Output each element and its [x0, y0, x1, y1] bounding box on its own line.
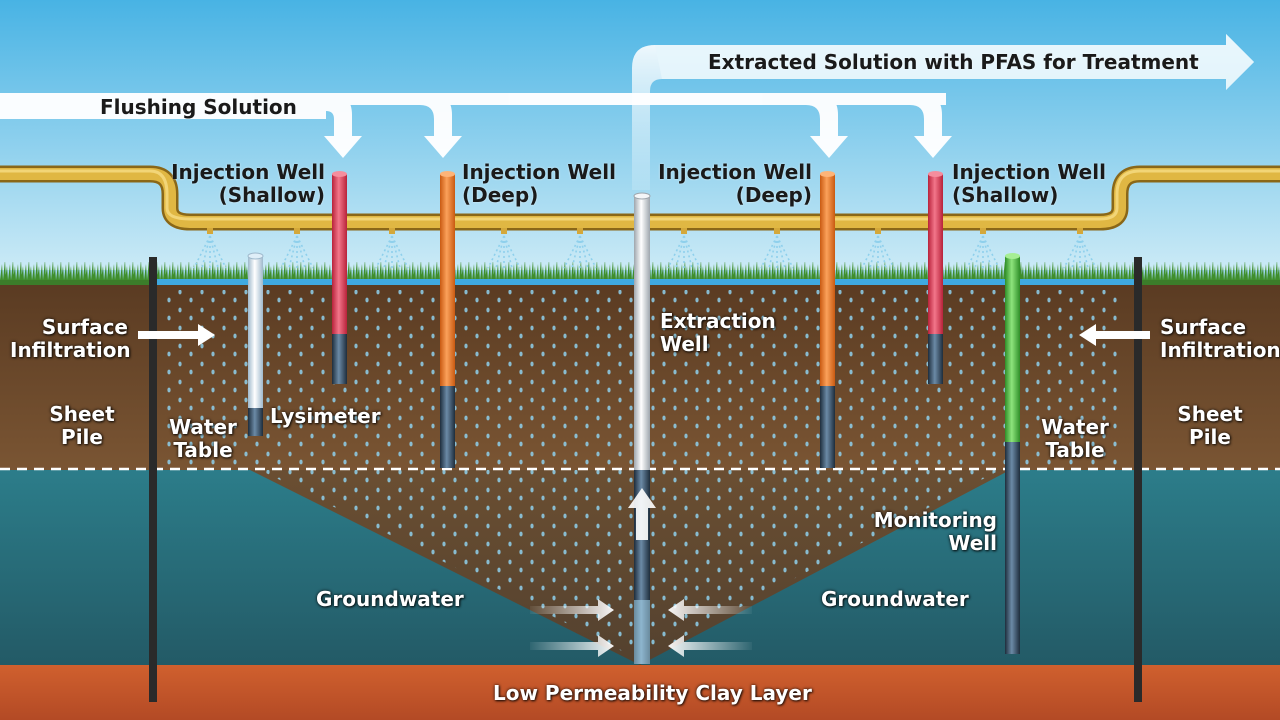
groundwater-right-label: Groundwater: [821, 587, 969, 611]
sheet-pile-right-label: Sheet Pile: [1177, 402, 1243, 449]
groundwater-inflow-arrows: [530, 599, 752, 657]
infiltration-arrow-left: [138, 324, 215, 346]
injection-well-deep-left-pipe: [440, 171, 455, 468]
infiltration-arrow-right: [1079, 324, 1150, 346]
extraction-well-label: Extraction Well: [660, 309, 776, 356]
injection-well-deep-right-pipe: [820, 171, 835, 468]
monitoring-well-pipe: [1005, 253, 1020, 654]
sprinklers: [193, 228, 1097, 269]
surface-infiltration-right-label: Surface Infiltration: [1160, 315, 1280, 362]
water-table-right-label: Water Table: [1041, 415, 1109, 462]
extracted-solution-arrow: [632, 34, 1254, 190]
clay-layer-label: Low Permeability Clay Layer: [493, 681, 812, 705]
monitoring-well-label: Monitoring Well: [873, 508, 997, 555]
injection-well-shallow-right-pipe: [928, 171, 943, 384]
sheet-pile-right: [1134, 257, 1142, 702]
injection-well-deep-left-label: Injection Well (Deep): [462, 160, 616, 207]
clay-layer: [0, 665, 1280, 720]
injection-well-shallow-right-label: Injection Well (Shallow): [952, 160, 1106, 207]
water-table-left-label: Water Table: [169, 415, 237, 462]
groundwater-left-label: Groundwater: [316, 587, 464, 611]
extraction-well-pipe: [628, 192, 656, 664]
sheet-pile-left: [149, 257, 157, 702]
surface-infiltration-left-label: Surface Infiltration: [10, 315, 131, 362]
surface-infiltration-arrows: [138, 324, 1150, 346]
flushing-solution-arrow: [0, 93, 952, 158]
lysimeter-label: Lysimeter: [270, 404, 381, 428]
flushing-solution-label: Flushing Solution: [100, 95, 297, 119]
sheet-pile-left-label: Sheet Pile: [49, 402, 115, 449]
injection-well-shallow-left-label: Injection Well (Shallow): [171, 160, 325, 207]
extracted-solution-label: Extracted Solution with PFAS for Treatme…: [708, 50, 1199, 74]
injection-well-deep-right-label: Injection Well (Deep): [658, 160, 812, 207]
injection-well-shallow-left-pipe: [332, 171, 347, 384]
cone-drops: [260, 470, 1000, 660]
lysimeter-tube: [247, 252, 264, 436]
